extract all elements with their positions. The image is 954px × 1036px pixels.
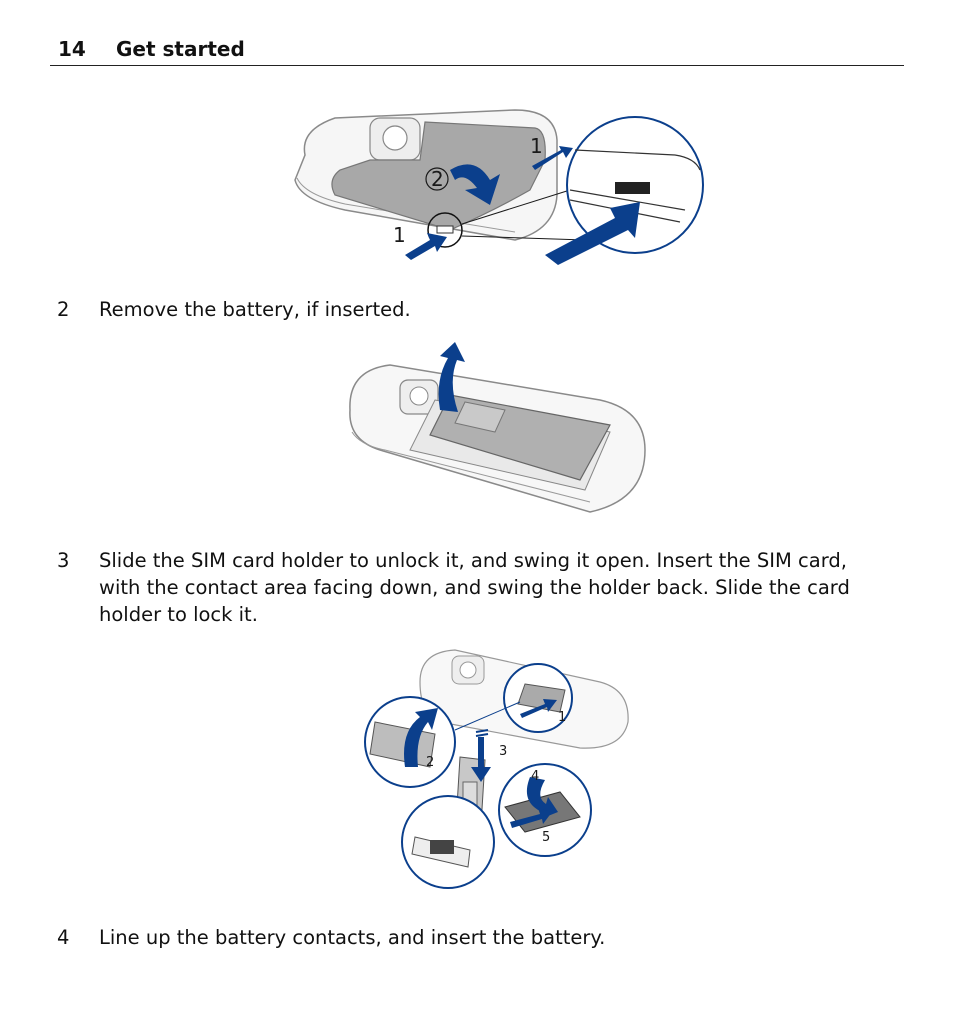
- sim-callout-4: 4: [531, 769, 539, 784]
- sim-callout-5: 5: [542, 830, 550, 845]
- step-4: 4 Line up the battery contacts, and inse…: [57, 924, 917, 951]
- page-title: Get started: [116, 37, 245, 61]
- step-number: 4: [57, 926, 70, 949]
- page-number: 14: [58, 37, 86, 61]
- sim-callout-2: 2: [426, 755, 434, 770]
- step-text: Remove the battery, if inserted.: [99, 298, 411, 321]
- callout-2: 2: [431, 167, 444, 191]
- step-text-line-3: holder to lock it.: [99, 603, 258, 626]
- step-3: 3 Slide the SIM card holder to unlock it…: [57, 547, 927, 628]
- step-2: 2 Remove the battery, if inserted.: [57, 296, 917, 323]
- callout-1-bottom: 1: [393, 223, 406, 247]
- back-cover-illustration: 1 2 1: [285, 100, 715, 270]
- step-text-line-1: Slide the SIM card holder to unlock it, …: [99, 549, 847, 572]
- step-text-line-2: with the contact area facing down, and s…: [99, 576, 850, 599]
- step-number: 2: [57, 298, 70, 321]
- sim-callout-1: 1: [558, 710, 566, 725]
- battery-removal-illustration: [340, 340, 660, 520]
- sim-card-illustration: 1 2 3 4 5: [360, 642, 640, 892]
- page-header: 14 Get started: [50, 34, 904, 66]
- sim-callout-3: 3: [499, 744, 507, 759]
- step-text: Line up the battery contacts, and insert…: [99, 926, 606, 949]
- callout-1-top: 1: [530, 134, 543, 158]
- step-number: 3: [57, 549, 70, 572]
